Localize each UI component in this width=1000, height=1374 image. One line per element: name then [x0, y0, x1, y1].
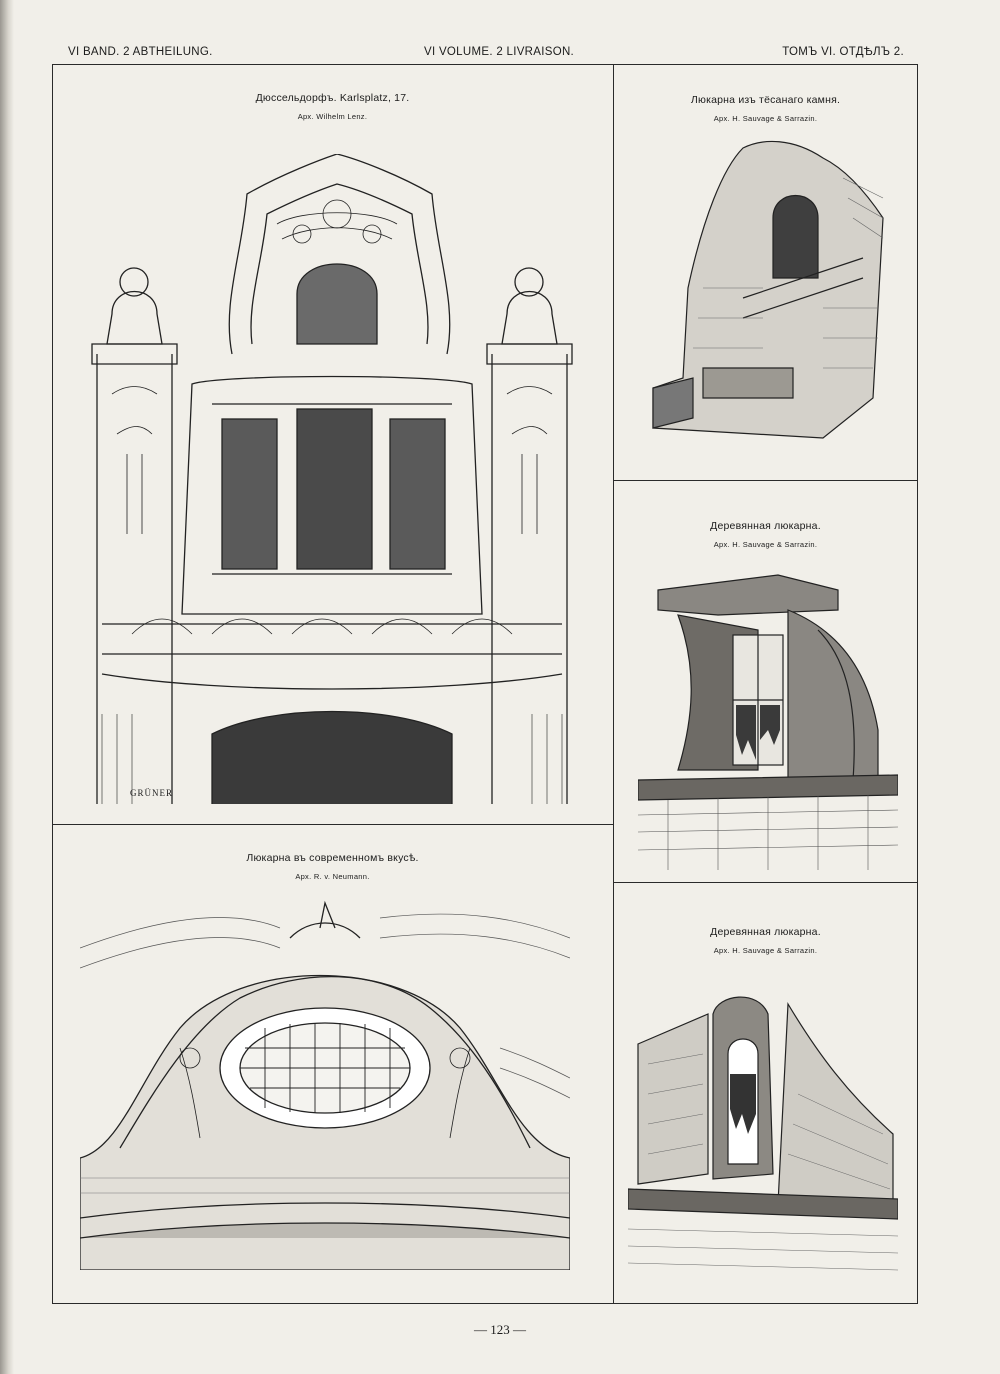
- plate-title: Дюссельдорфъ. Karlsplatz, 17.: [255, 92, 410, 104]
- facade-illustration: [72, 154, 592, 804]
- plate-wooden-dormer-2: Деревянная люкарна. Арх. H. Sauvage & Sa…: [613, 882, 918, 1304]
- plate-title: Деревянная люкарна.: [710, 926, 821, 938]
- plate-title: Люкарна изъ тёсанаго камня.: [690, 94, 841, 106]
- header-left: VI BAND. 2 ABTHEILUNG.: [68, 46, 213, 58]
- plate-architect: Арх. H. Sauvage & Sarrazin.: [713, 540, 818, 549]
- plate-modern-dormer: Люкарна въ современномъ вкусѣ. Арх. R. v…: [52, 824, 613, 1304]
- header-right: ТОМЪ VI. ОТДѢЛЪ 2.: [782, 46, 904, 58]
- page-number: — 123 —: [474, 1322, 526, 1337]
- modern-dormer-illustration: [80, 898, 570, 1270]
- right-row-divider-1: [613, 480, 918, 481]
- plate-architect: Арх. H. Sauvage & Sarrazin.: [713, 946, 818, 955]
- plate-architect: Арх. H. Sauvage & Sarrazin.: [713, 114, 818, 123]
- left-row-divider: [52, 824, 613, 825]
- plate-title: Деревянная люкарна.: [710, 520, 821, 532]
- header-center: VI VOLUME. 2 LIVRAISON.: [424, 46, 575, 58]
- artist-signature: GRÜNER: [130, 788, 174, 798]
- plate-stone-dormer: Люкарна изъ тёсанаго камня. Арх. H. Sauv…: [613, 64, 918, 480]
- plate-title: Люкарна въ современномъ вкусѣ.: [246, 852, 419, 864]
- plate-dusseldorf: Дюссельдорфъ. Karlsplatz, 17. Арх. Wilhe…: [52, 64, 613, 824]
- stone-dormer-illustration: [643, 138, 888, 458]
- plate-frame: [52, 64, 918, 1304]
- column-divider: [613, 64, 614, 1304]
- wooden-dormer-2-illustration: [628, 974, 898, 1274]
- wooden-dormer-illustration: [638, 570, 898, 870]
- plate-architect: Арх. Wilhelm Lenz.: [297, 112, 368, 121]
- plate-wooden-dormer-1: Деревянная люкарна. Арх. H. Sauvage & Sa…: [613, 480, 918, 882]
- plate-architect: Арх. R. v. Neumann.: [295, 872, 370, 881]
- page-spine-shadow: [0, 0, 14, 1374]
- right-row-divider-2: [613, 882, 918, 883]
